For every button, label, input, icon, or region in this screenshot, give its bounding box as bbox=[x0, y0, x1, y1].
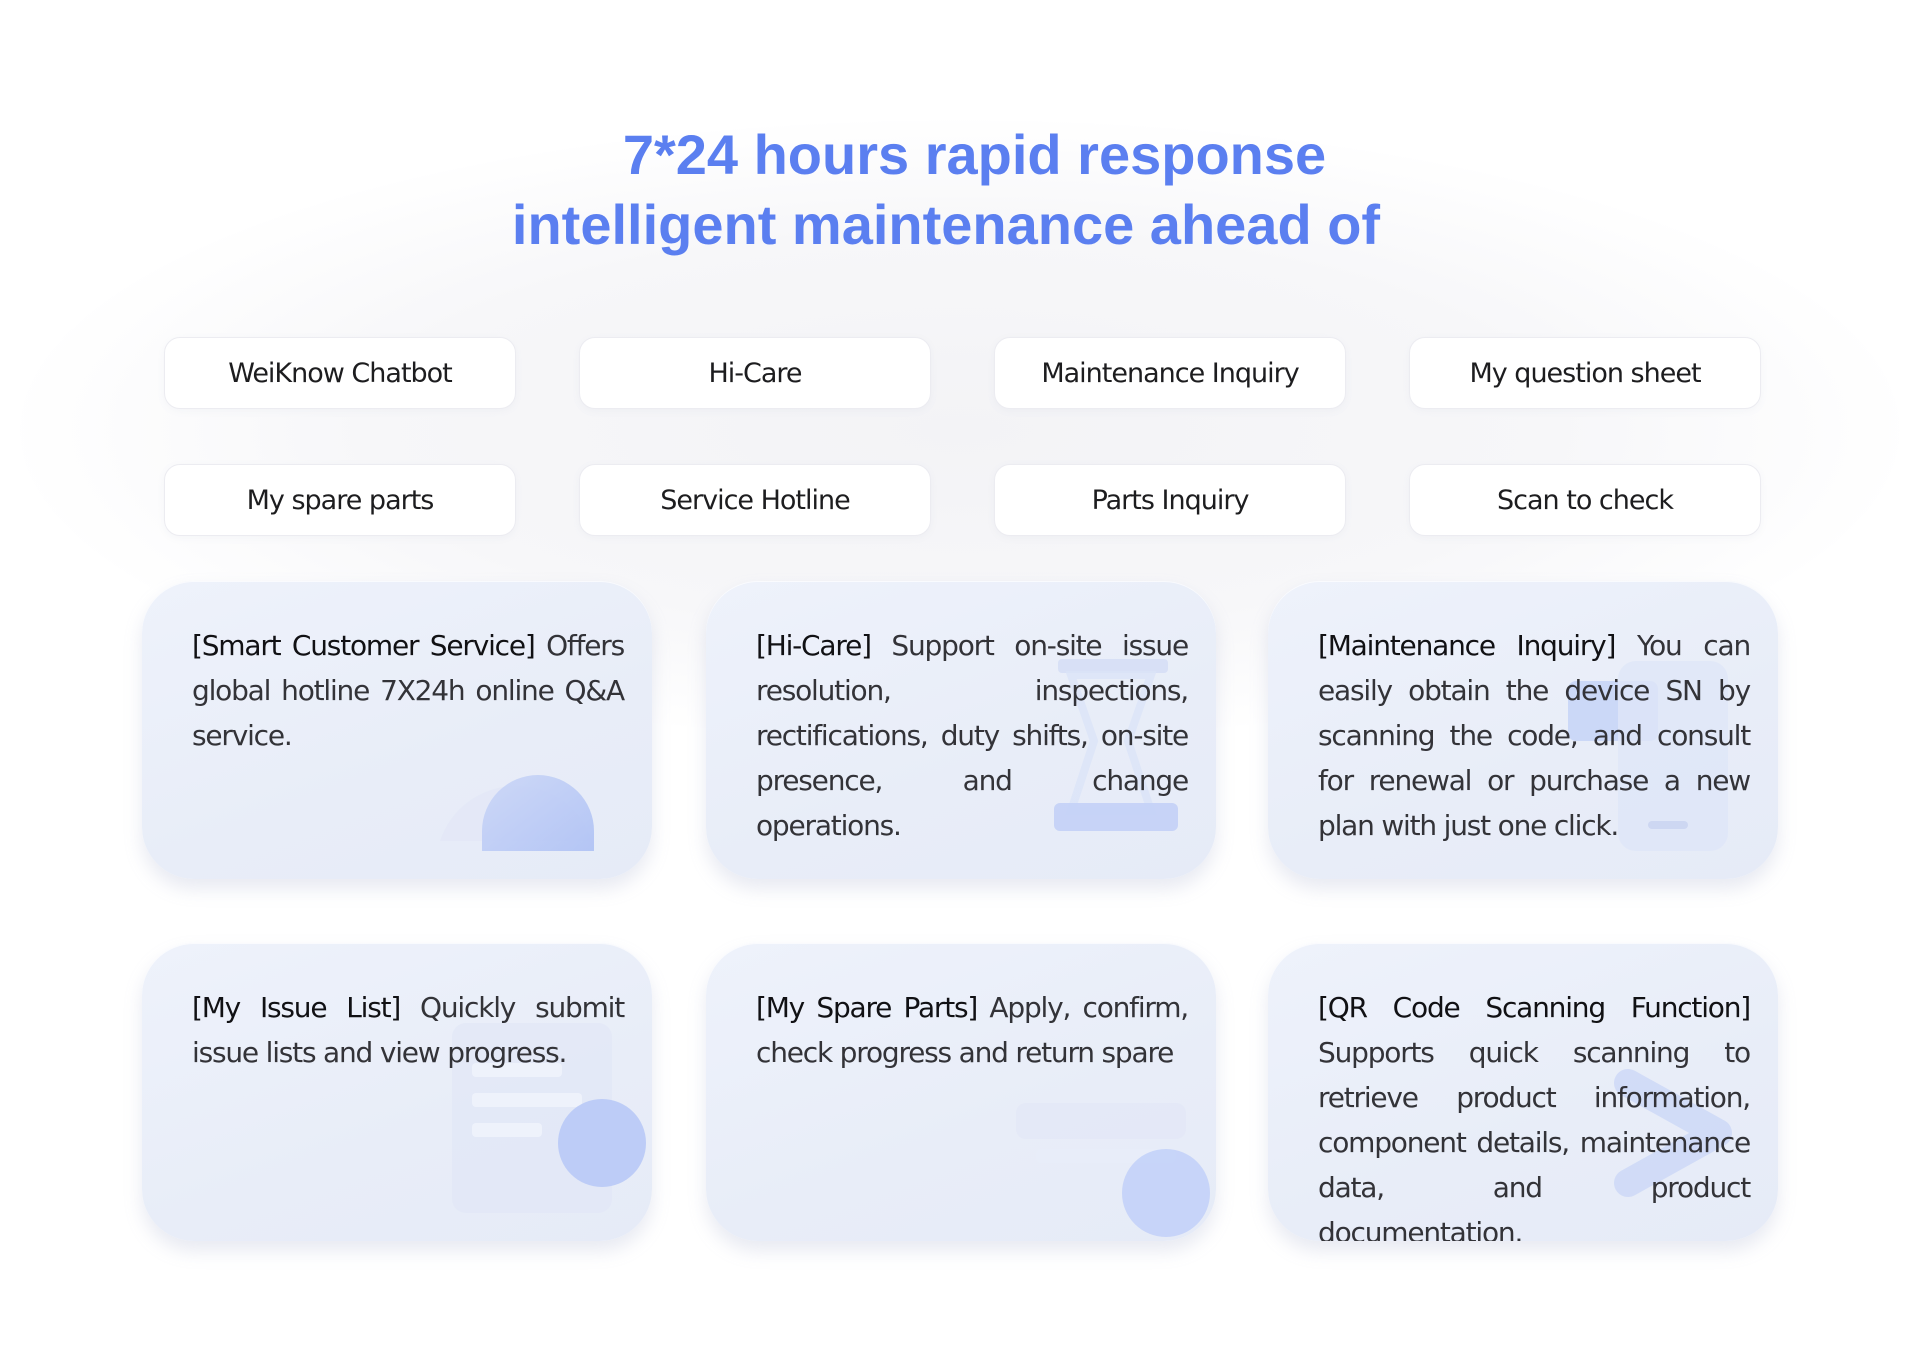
feature-card-my-issue-list[interactable]: [My Issue List] Quickly submit issue lis… bbox=[142, 943, 652, 1241]
card-body: Supports quick scanning to retrieve prod… bbox=[1318, 1036, 1751, 1241]
card-body: Support on-site issue resolution, inspec… bbox=[756, 629, 1189, 842]
pill-service-hotline[interactable]: Service Hotline bbox=[579, 464, 931, 536]
chat-bubble-icon bbox=[440, 775, 594, 851]
pill-my-spare-parts[interactable]: My spare parts bbox=[164, 464, 516, 536]
arrow-right-icon bbox=[1614, 1069, 1732, 1197]
headline-line-1: 7*24 hours rapid response bbox=[622, 123, 1327, 186]
card-text: [QR Code Scanning Function] Supports qui… bbox=[1318, 985, 1751, 1241]
pill-weiknow-chatbot[interactable]: WeiKnow Chatbot bbox=[164, 337, 516, 409]
feature-card-maintenance-inquiry[interactable]: [Maintenance Inquiry] You can easily obt… bbox=[1268, 581, 1778, 879]
card-body: Quickly submit issue lists and view prog… bbox=[192, 991, 625, 1069]
feature-card-hi-care[interactable]: [Hi-Care] Support on-site issue resoluti… bbox=[706, 581, 1216, 879]
feature-card-my-spare-parts[interactable]: [My Spare Parts] Apply, confirm, check p… bbox=[706, 943, 1216, 1241]
hourglass-icon bbox=[1054, 659, 1178, 831]
feature-card-qr-code-scanning[interactable]: [QR Code Scanning Function] Supports qui… bbox=[1268, 943, 1778, 1241]
card-title: [Hi-Care] bbox=[756, 629, 872, 662]
list-icon bbox=[452, 1023, 646, 1213]
card-body: Apply, confirm, check progress and retur… bbox=[756, 991, 1189, 1069]
pill-hi-care[interactable]: Hi-Care bbox=[579, 337, 931, 409]
phone-icon bbox=[1568, 661, 1728, 851]
parts-icon bbox=[1016, 1103, 1210, 1237]
card-text: [My Issue List] Quickly submit issue lis… bbox=[192, 985, 625, 1075]
pill-scan-to-check[interactable]: Scan to check bbox=[1409, 464, 1761, 536]
pill-my-question-sheet[interactable]: My question sheet bbox=[1409, 337, 1761, 409]
card-text: [Smart Customer Service] Offers global h… bbox=[192, 623, 625, 758]
pill-parts-inquiry[interactable]: Parts Inquiry bbox=[994, 464, 1346, 536]
headline-line-2: intelligent maintenance ahead of bbox=[511, 193, 1381, 256]
page-headline: 7*24 hours rapid response intelligent ma… bbox=[72, 120, 1920, 260]
card-text: [Hi-Care] Support on-site issue resoluti… bbox=[756, 623, 1189, 848]
card-text: [Maintenance Inquiry] You can easily obt… bbox=[1318, 623, 1751, 848]
card-body: You can easily obtain the device SN by s… bbox=[1318, 629, 1751, 842]
pill-maintenance-inquiry[interactable]: Maintenance Inquiry bbox=[994, 337, 1346, 409]
card-text: [My Spare Parts] Apply, confirm, check p… bbox=[756, 985, 1189, 1075]
card-title: [My Issue List] bbox=[192, 991, 401, 1024]
card-title: [My Spare Parts] bbox=[756, 991, 978, 1024]
card-title: [Maintenance Inquiry] bbox=[1318, 629, 1616, 662]
card-body: Offers global hotline 7X24h online Q&A s… bbox=[192, 629, 625, 752]
card-title: [QR Code Scanning Function] bbox=[1318, 991, 1751, 1024]
feature-card-smart-customer-service[interactable]: [Smart Customer Service] Offers global h… bbox=[142, 581, 652, 879]
card-title: [Smart Customer Service] bbox=[192, 629, 536, 662]
